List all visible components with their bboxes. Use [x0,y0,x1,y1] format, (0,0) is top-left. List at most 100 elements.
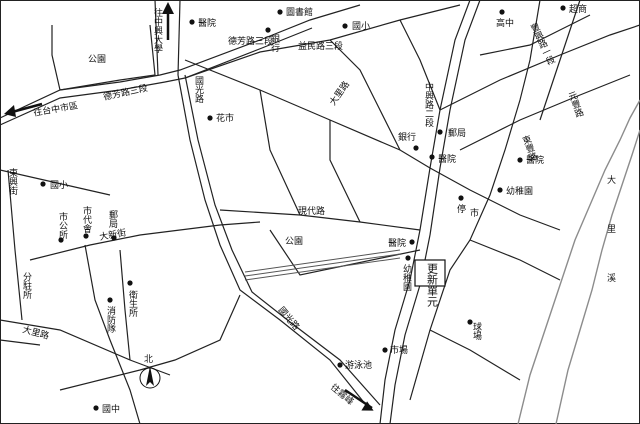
river-dali-east-bank [555,129,640,424]
road-guangfu [177,74,371,411]
poi-dot-flower-market [207,115,213,121]
label-market-bottom: 市場 [390,344,408,356]
label-daxin-street: 大新街 [98,226,127,243]
poi-dot-hospital-top [189,19,195,25]
label-zhongxing-road2: 中興路二段 [423,81,434,128]
label-flower-market: 花市 [216,112,234,124]
road-guangfu-b [184,74,381,406]
road-dali-bottom [0,339,41,346]
label-dali-road: 大里路 [327,79,352,108]
poi-dot-hospital-center [409,239,415,245]
poi-dot-elementary-left [40,181,46,187]
label-middle-school: 國中 [102,403,120,415]
road-fengxing [479,14,591,56]
label-defang-road3-left: 德芳路三段 [102,82,149,103]
label-supermarket: 超商 [569,3,587,15]
poi-dot-high-school [499,9,505,15]
poi-dot-post-office [437,129,443,135]
label-temple: 停 [457,203,466,215]
label-dali-river: 大里溪 [605,174,616,322]
arrow-north-road [162,2,174,40]
road-centre-v1 [259,89,301,216]
label-yimin-road3: 益民路三段 [298,40,343,52]
park-block-top [51,24,156,91]
label-fire-station: 消防隊 [105,305,116,334]
road-left-vertical [7,169,23,321]
poi-dot-elementary-top [342,23,348,29]
poi-dot-fire-station [107,297,113,303]
label-park-top: 公園 [88,54,106,65]
label-elementary-left: 國小 [50,180,68,191]
road-mid-right [329,39,401,151]
road-daxin [29,221,261,261]
poi-dot-hospital-mid [429,154,435,160]
road-zhongxing-b [429,0,481,236]
label-north-road: 往中興大學 [152,7,163,54]
poi-dot-kindergarten-mid [405,255,411,261]
road-north-a [154,0,159,76]
road-right-bottom [429,329,521,381]
label-library: 圖書館 [286,6,313,18]
road-centre-v2 [329,120,361,223]
road-fire-vertical [84,244,141,424]
north-compass [139,366,161,389]
poi-dot-kindergarten-right [497,187,503,193]
road-defang-3-b [0,27,313,126]
road-park-mid [269,229,421,276]
label-renewal-unit: 更新單元 [426,263,439,307]
river-dali-west-bank [517,99,640,424]
label-xiandai-road: 現代路 [298,205,325,217]
road-defang-left-mid [0,169,111,196]
poi-dot-bank-top [265,27,271,33]
road-right-diag2 [439,24,640,111]
road-dali-lower [379,229,421,424]
label-post-left: 郵局 [107,209,118,229]
road-top-right [399,19,441,111]
road-health [119,249,131,361]
label-hospital-top: 醫院 [198,17,216,29]
label-hospital-mid: 醫院 [438,153,456,165]
road-dali-diag [184,59,561,231]
poi-dot-city-office [58,237,64,243]
label-kindergarten-right: 幼稚園 [506,185,533,197]
label-city-office: 市公所 [57,211,68,240]
road-xiandai [219,209,421,231]
arrow-to-wufeng [344,388,374,411]
label-bank-mid: 銀行 [398,131,416,143]
rail-a [244,249,401,273]
poi-dot-market-bottom [382,347,388,353]
label-swimming-pool: 游泳池 [345,359,372,371]
poi-dot-bank-mid [413,145,419,151]
poi-dot-post-left [111,235,117,241]
label-hospital-center: 醫院 [388,237,406,249]
poi-dots [40,5,566,411]
road-east-top [539,0,581,121]
label-market-area: 市 [470,207,479,219]
label-culture-center: 市代會 [81,205,92,234]
road-yuanfeng [409,0,541,401]
road-defang-3 [0,4,361,119]
poi-dot-swimming-pool [337,362,343,368]
label-kindergarten-mid: 幼稚園 [401,263,412,292]
label-guangfu-road: 國光路 [193,76,204,104]
label-park-mid: 公園 [285,236,303,247]
rail-c [244,253,401,277]
label-defang-road3-top: 德芳路三段 [228,35,273,47]
label-zhongxing-st: 東興街 [7,167,18,196]
label-bank-top: 銀行 [269,33,280,53]
label-post-office: 郵局 [448,127,466,139]
label-health-station: 衛生所 [127,289,138,318]
road-bottom-left [59,294,241,391]
poi-dot-middle-school [93,405,99,411]
rail-line [244,249,401,281]
poi-dot-hospital-right [517,157,523,163]
label-north: 北 [144,354,153,365]
label-baseball-field: 球場 [471,321,482,341]
poi-dot-culture-center [83,233,89,239]
poi-dot-health-station [127,280,133,286]
label-elementary-top: 國小 [352,21,370,32]
label-hospital-right: 醫院 [526,154,544,166]
poi-dot-temple [458,195,464,201]
